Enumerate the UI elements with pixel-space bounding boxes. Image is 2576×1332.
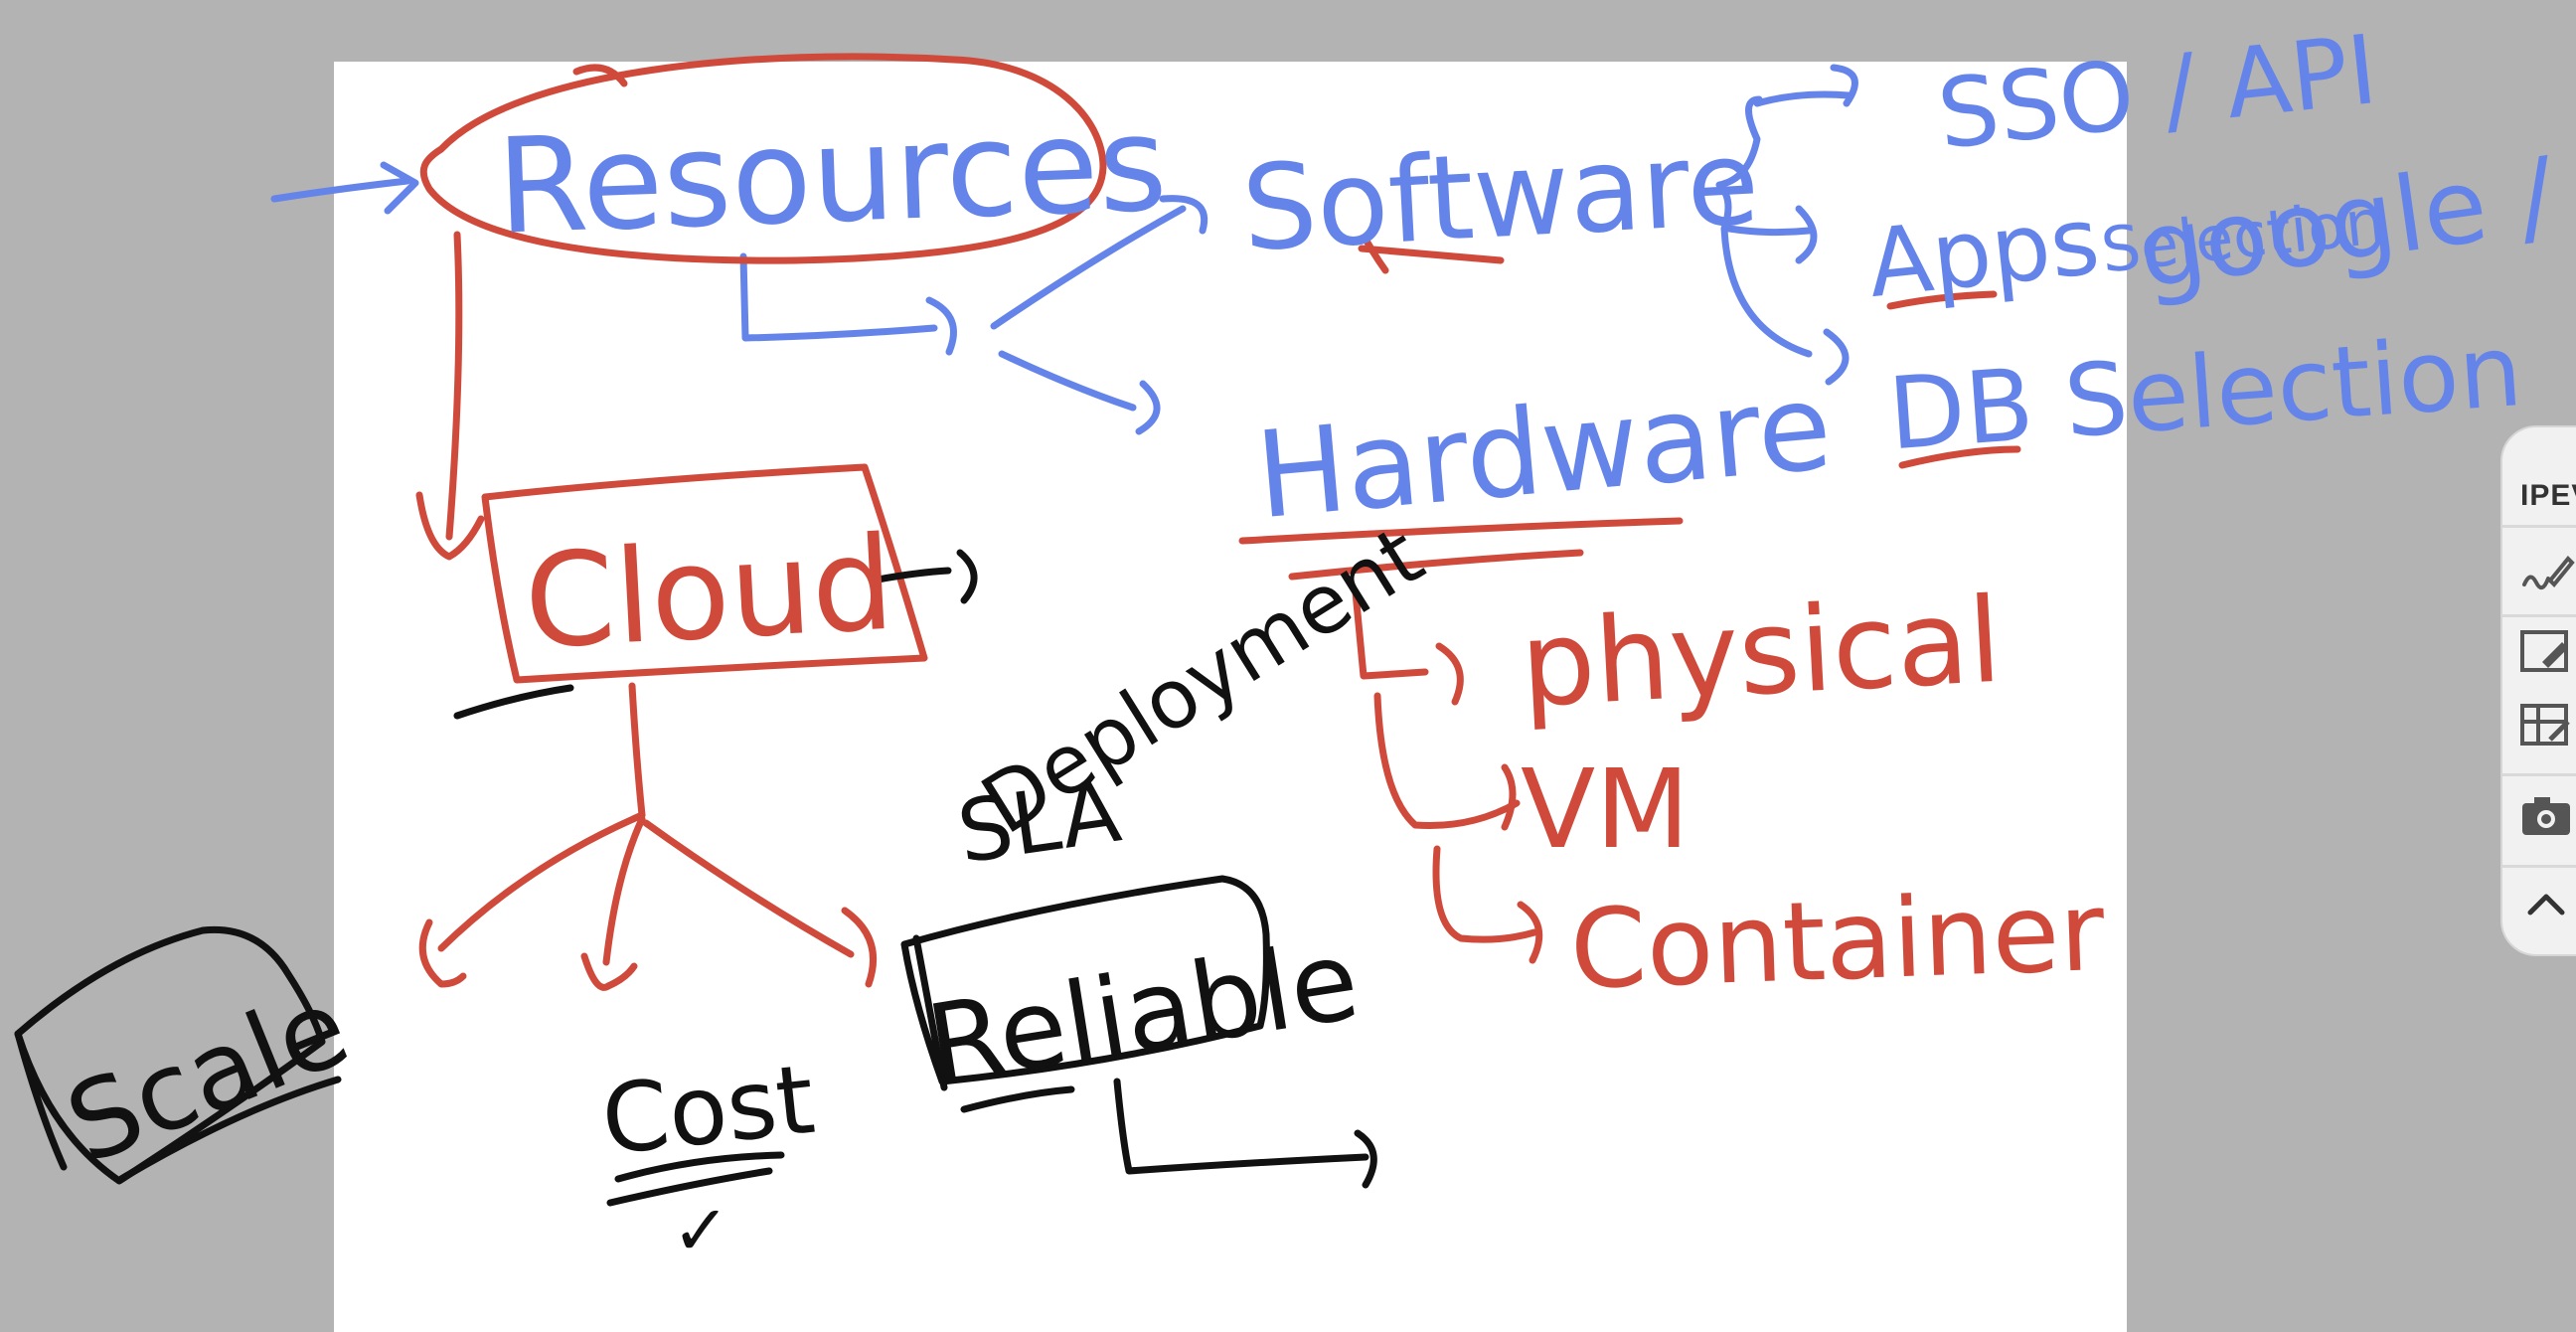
arrow-to-hardware-head [1135, 380, 1161, 435]
cloud-side-arrow-head [956, 549, 978, 604]
cloud-branch-mid-head [580, 952, 638, 991]
cloud-box [481, 463, 928, 684]
reliable-label: Reliable [919, 916, 1367, 1109]
reliable-arrow-head [1354, 1129, 1377, 1189]
brace-to-db-head [1823, 328, 1850, 386]
cloud-branch-mid [602, 815, 646, 966]
software-brace [1715, 95, 1813, 358]
branch-head [925, 296, 957, 356]
container-label: Container [1568, 868, 2107, 1014]
floating-toolbar: IPEVO [2500, 425, 2576, 956]
arrow-to-software [990, 205, 1187, 330]
reliable-box-tail [912, 934, 948, 1091]
hardware-tree [1352, 588, 1429, 680]
brace-to-apps [1725, 225, 1813, 237]
hardware-label: Hardware [1251, 358, 1837, 546]
cloud-branch-right-head [841, 907, 878, 988]
brace-to-apps-head [1795, 205, 1818, 264]
arrow-to-hardware [998, 350, 1137, 412]
cloud-branch-left-head [418, 918, 467, 988]
arrow-into-resources [270, 177, 411, 203]
sso-api-label: SSO / API [1933, 14, 2382, 171]
software-label: Software [1239, 113, 1763, 277]
hardware-tree-vm [1373, 692, 1521, 829]
cloud-side-arrow [869, 567, 952, 584]
resources-ellipse [419, 53, 1107, 264]
toolbar-divider [2502, 525, 2576, 528]
hardware-tree-container [1432, 845, 1538, 943]
grid-icon[interactable] [2516, 696, 2576, 755]
resources-label: Resources [494, 87, 1169, 263]
reliable-arrow [1113, 1078, 1369, 1175]
toolbar-divider [2502, 865, 2576, 868]
apps-underline [1886, 290, 1998, 310]
brace-to-sso-head [1830, 64, 1858, 107]
vm-label: VM [1521, 746, 1690, 873]
camera-icon[interactable] [2516, 787, 2576, 847]
db-underline [1898, 445, 2021, 469]
whiteboard-icon[interactable] [2516, 622, 2576, 682]
cost-label: Cost [597, 1044, 820, 1177]
vm-head [1501, 763, 1517, 831]
cloud-branch-left [437, 811, 646, 952]
cloud-label: Cloud [521, 508, 897, 678]
toolbar-divider [2502, 773, 2576, 776]
cost-underline-2 [606, 1167, 773, 1207]
cloud-branch-right [642, 819, 855, 958]
chevron-up-icon[interactable] [2516, 877, 2576, 936]
cloud-leg [628, 682, 646, 819]
physical-head [1435, 642, 1464, 706]
physical-label: physical [1518, 572, 2005, 734]
reliable-underline [960, 1085, 1075, 1113]
scale-label: Scale [51, 965, 365, 1189]
hardware-underline-2 [1288, 549, 1584, 581]
arrow-into-resources-head [380, 161, 419, 215]
software-underline-mark [1364, 239, 1389, 274]
pen-icon[interactable] [2516, 541, 2576, 600]
scale-underline [117, 1076, 342, 1183]
cost-underline [614, 1151, 785, 1183]
arrow-to-software-head [1159, 195, 1208, 235]
scale-box-tail [14, 1030, 68, 1171]
brace-to-sso [1753, 90, 1852, 107]
container-head [1517, 901, 1543, 964]
db-selection-label: DB Selection [1884, 312, 2525, 472]
toolbar-divider [2502, 614, 2576, 617]
resources-to-cloud-head [415, 491, 485, 561]
toolbar-title: IPEVO [2520, 479, 2576, 512]
cloud-underline [453, 684, 574, 720]
resources-to-branch [739, 252, 938, 342]
check-mark: ✓ [672, 1190, 730, 1271]
scale-box [14, 925, 326, 1185]
software-underline [1358, 245, 1505, 264]
ellipse-tail [572, 64, 628, 87]
resources-to-cloud-line [445, 231, 463, 541]
hardware-underline [1238, 517, 1684, 545]
sla-label: SLA [952, 762, 1127, 884]
